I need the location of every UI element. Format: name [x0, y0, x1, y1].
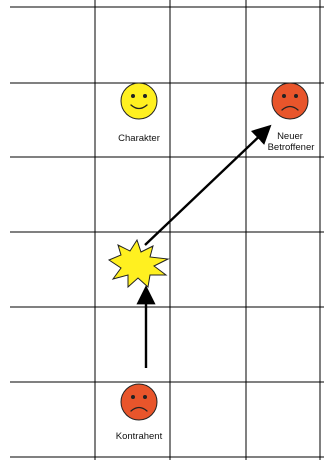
smiley-happy-icon	[120, 82, 158, 120]
explosion-shape	[107, 238, 170, 289]
face-fill	[271, 82, 309, 120]
face-fill	[120, 383, 158, 421]
arrow-conflict-to-new-affected	[144, 124, 272, 246]
smiley-sad-icon	[120, 383, 158, 421]
grid	[10, 0, 324, 460]
eye-right	[143, 395, 147, 399]
mouth-smile	[130, 104, 148, 110]
opponent-node: Kontrahent	[116, 383, 163, 442]
eye-left	[131, 94, 135, 98]
mouth-frown	[130, 406, 148, 412]
new-affected-label-line1: Neuer	[277, 131, 303, 142]
smiley-sad-icon	[271, 82, 309, 120]
eye-right	[294, 94, 298, 98]
character-label: Charakter	[118, 133, 160, 144]
explosion-burst-icon	[107, 238, 170, 289]
mouth-frown	[281, 105, 299, 111]
new-affected-label-line2: Betroffener	[268, 142, 315, 153]
face-fill	[120, 82, 158, 120]
eye-left	[131, 395, 135, 399]
character-node: Charakter	[118, 82, 160, 144]
eye-left	[282, 94, 286, 98]
opponent-label: Kontrahent	[116, 431, 163, 442]
eye-right	[143, 94, 147, 98]
new-affected-node: Neuer Betroffener	[268, 82, 315, 153]
